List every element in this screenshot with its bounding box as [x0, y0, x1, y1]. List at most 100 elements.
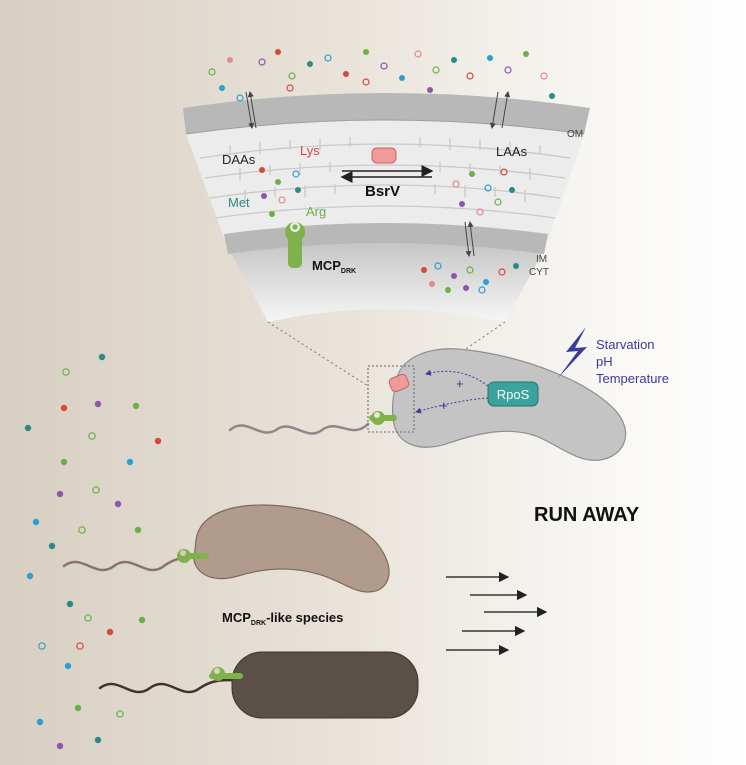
transport-arrows: [245, 91, 511, 257]
inner-membrane: [224, 223, 548, 254]
amino-acid-dot: [504, 66, 512, 74]
amino-acid-dot: [92, 486, 100, 494]
amino-acid-dot: [236, 94, 244, 102]
amino-acid-dot: [498, 268, 506, 276]
amino-acid-dot: [292, 170, 300, 178]
amino-acid-dot: [452, 180, 460, 188]
plus-sign-bottom: +: [440, 398, 448, 413]
amino-acid-dot: [259, 167, 265, 173]
amino-acid-dot: [343, 71, 349, 77]
amino-acid-dot: [275, 179, 281, 185]
stress-starvation: Starvation: [596, 337, 655, 352]
amino-acid-dot: [24, 424, 32, 432]
main-flagellum: [228, 422, 370, 435]
amino-acid-dot: [540, 72, 548, 80]
dark-cell: [98, 651, 419, 719]
amino-acid-dot: [138, 616, 146, 624]
amino-acid-dot: [459, 201, 465, 207]
lys-label: Lys: [300, 143, 320, 158]
amino-acid-dot: [227, 57, 233, 63]
mcp-like-species-label: MCPDRK-like species: [222, 610, 343, 627]
amino-acid-dot: [154, 437, 162, 445]
amino-acid-dot: [478, 286, 486, 294]
amino-acid-dot: [60, 404, 68, 412]
main-cell: + + RpoS: [228, 348, 627, 461]
mcp-receptor-brown: [177, 549, 209, 563]
amino-acid-dot: [76, 642, 84, 650]
amino-acid-dot: [380, 62, 388, 70]
mcp-receptor-small: [369, 411, 397, 425]
im-label: IM: [536, 254, 547, 265]
amino-acid-dot: [134, 526, 142, 534]
amino-acid-dot: [463, 285, 469, 291]
zoom-guide-left: [267, 321, 369, 387]
activation-arc-top: [425, 369, 489, 387]
amino-acid-dot: [445, 287, 451, 293]
amino-acid-dot: [56, 490, 64, 498]
amino-acid-dot: [38, 642, 46, 650]
daas-label: DAAs: [222, 152, 256, 167]
amino-acid-dot: [116, 710, 124, 718]
brown-cell-body: [193, 504, 390, 593]
amino-acid-dot: [98, 353, 106, 361]
amino-acid-dot: [258, 58, 266, 66]
amino-acid-dot: [60, 458, 68, 466]
amino-acid-dot: [295, 187, 301, 193]
mcp-receptor-dark: [209, 667, 243, 681]
amino-acid-dot: [523, 51, 529, 57]
amino-acid-dot: [208, 68, 216, 76]
om-label: OM: [567, 129, 583, 140]
stress-temperature: Temperature: [596, 371, 669, 386]
activation-arc-bottom: [415, 397, 489, 414]
amino-acid-dot: [48, 542, 56, 550]
stress-ph: pH: [596, 354, 613, 369]
amino-acid-dot: [94, 400, 102, 408]
amino-acid-dot: [269, 211, 275, 217]
brown-cell: [62, 504, 390, 593]
amino-acid-dot: [94, 736, 102, 744]
amino-acid-dot: [469, 171, 475, 177]
amino-acid-dot: [432, 66, 440, 74]
rpos-box: [487, 381, 539, 407]
environment-amino-acids: [24, 353, 162, 750]
dark-flagellum: [98, 678, 234, 694]
amino-acid-dot: [509, 187, 515, 193]
cytoplasm-region: [228, 236, 545, 322]
amino-acid-dot: [288, 72, 296, 80]
arg-label: Arg: [306, 204, 326, 219]
amino-acid-dot: [451, 273, 457, 279]
amino-acid-dot: [483, 279, 489, 285]
amino-acid-dot: [484, 184, 492, 192]
amino-acid-dot: [88, 432, 96, 440]
amino-acid-dot: [74, 704, 82, 712]
amino-acid-dot: [66, 600, 74, 608]
amino-acid-dot: [84, 614, 92, 622]
laas-label: LAAs: [496, 144, 528, 159]
amino-acid-dot: [64, 662, 72, 670]
amino-acid-dot: [32, 518, 40, 526]
amino-acid-dot: [466, 266, 474, 274]
amino-acid-dot: [487, 55, 493, 61]
bsrv-enzyme-small: [388, 373, 410, 393]
stress-list: Starvation pH Temperature: [596, 337, 669, 386]
plus-sign-top: +: [456, 376, 464, 391]
amino-acid-dot: [219, 85, 225, 91]
periplasm-region: [185, 118, 585, 240]
amino-acid-dot: [78, 526, 86, 534]
amino-acid-dot: [132, 402, 140, 410]
amino-acid-dot: [434, 262, 442, 270]
amino-acid-dot: [26, 572, 34, 580]
amino-acid-dot: [36, 718, 44, 726]
met-label: Met: [228, 195, 250, 210]
lightning-bolt-icon: [558, 327, 587, 378]
amino-acid-dot: [500, 168, 508, 176]
rpos-label: RpoS: [497, 387, 530, 402]
motion-arrows: [446, 571, 548, 656]
amino-acid-dot: [275, 49, 281, 55]
amino-acid-dot: [56, 742, 64, 750]
brown-flagellum: [62, 554, 198, 572]
amino-acid-dot: [494, 198, 502, 206]
mcp-receptor: [285, 222, 305, 268]
amino-acid-dot: [126, 458, 134, 466]
